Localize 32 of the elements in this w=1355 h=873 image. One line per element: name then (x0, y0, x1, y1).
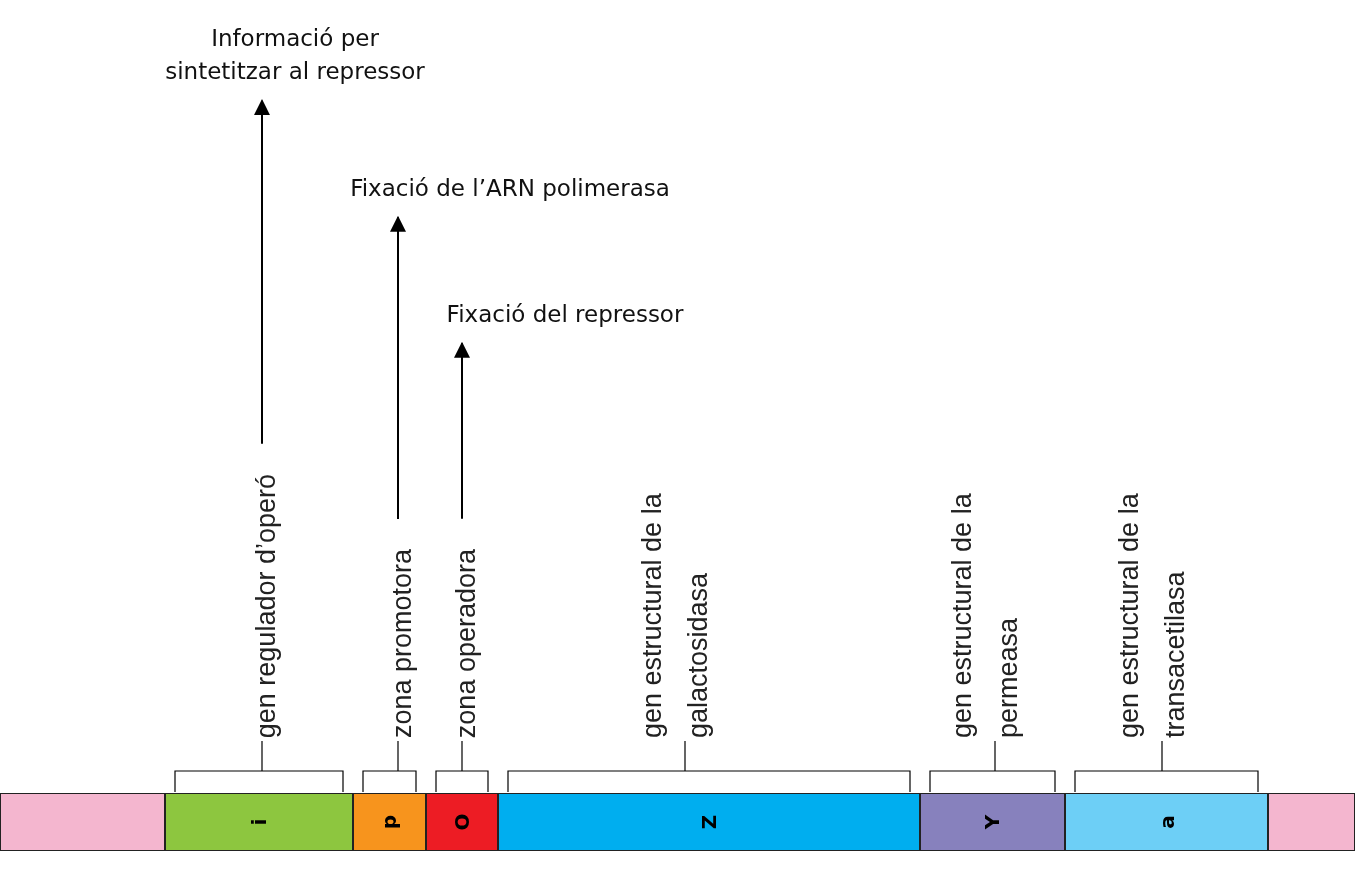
dna-segment (0, 793, 165, 851)
segment-letter: Z (697, 814, 721, 830)
gene-label: zona operadora (444, 548, 480, 738)
segment-letter: p (377, 814, 402, 830)
segment-letter: a (1154, 815, 1179, 829)
bracket-leader-line (929, 740, 1056, 793)
function-label: Informació per sintetitzar al repressor (150, 22, 440, 89)
function-label: Fixació del repressor (405, 298, 725, 332)
gene-segment (498, 793, 920, 851)
gene-label: zona promotora (380, 548, 416, 738)
gene-label: gen estructural de la transacetilasa (1107, 378, 1217, 738)
bracket-leader-line (362, 740, 417, 793)
segment-letter: i (247, 818, 271, 826)
gene-label: gen regulador d’operó (244, 473, 280, 738)
gene-segment (1065, 793, 1268, 851)
arrow (254, 99, 270, 445)
gene-label: gen estructural de la permeasa (940, 378, 1050, 738)
bracket-leader-line (507, 740, 911, 793)
segment-letter: Y (980, 814, 1005, 830)
bracket-leader-line (174, 740, 344, 793)
gene-segment (353, 793, 426, 851)
segment-letter: O (450, 813, 474, 831)
dna-segment (1268, 793, 1355, 851)
function-label: Fixació de l’ARN polimerasa (300, 172, 720, 206)
gene-segment (426, 793, 498, 851)
gene-segment (920, 793, 1065, 851)
arrow (454, 341, 470, 520)
gene-label: gen estructural de la galactosidasa (630, 378, 740, 738)
bracket-leader-line (435, 740, 489, 793)
arrow (390, 215, 406, 520)
gene-segment (165, 793, 353, 851)
bracket-leader-line (1074, 740, 1259, 793)
